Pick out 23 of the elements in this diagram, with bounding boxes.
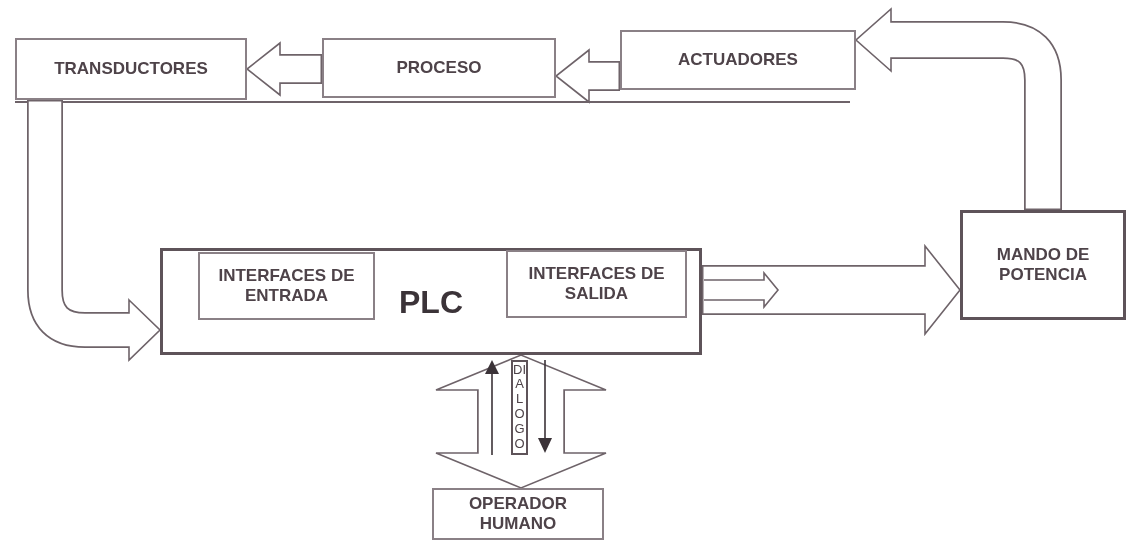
- box-label: OPERADOR HUMANO: [467, 493, 569, 535]
- block-arrow: [702, 245, 961, 335]
- edge-label: DIALOGO: [511, 359, 528, 456]
- process-box: [198, 252, 375, 320]
- process-box: [960, 210, 1126, 320]
- block-arrow: [435, 354, 607, 489]
- controller-box: [160, 248, 702, 355]
- block-arrow: [246, 42, 322, 96]
- box-label: INTERFACES DE ENTRADA: [217, 265, 356, 307]
- title-text: PLC: [399, 282, 463, 322]
- block-arrow: [555, 49, 620, 103]
- process-box: [620, 30, 856, 90]
- block-arrow: [855, 8, 1062, 210]
- process-box: [322, 38, 556, 98]
- process-box: [15, 38, 247, 100]
- block-arrow: [27, 100, 161, 361]
- process-box: [432, 488, 604, 540]
- process-box: [506, 250, 687, 318]
- box-label: TRANSDUCTORES: [53, 58, 209, 80]
- box-label: INTERFACES DE SALIDA: [527, 263, 666, 305]
- box-label: MANDO DE POTENCIA: [995, 244, 1091, 286]
- box-label: ACTUADORES: [677, 49, 799, 71]
- box-label: PROCESO: [395, 57, 483, 79]
